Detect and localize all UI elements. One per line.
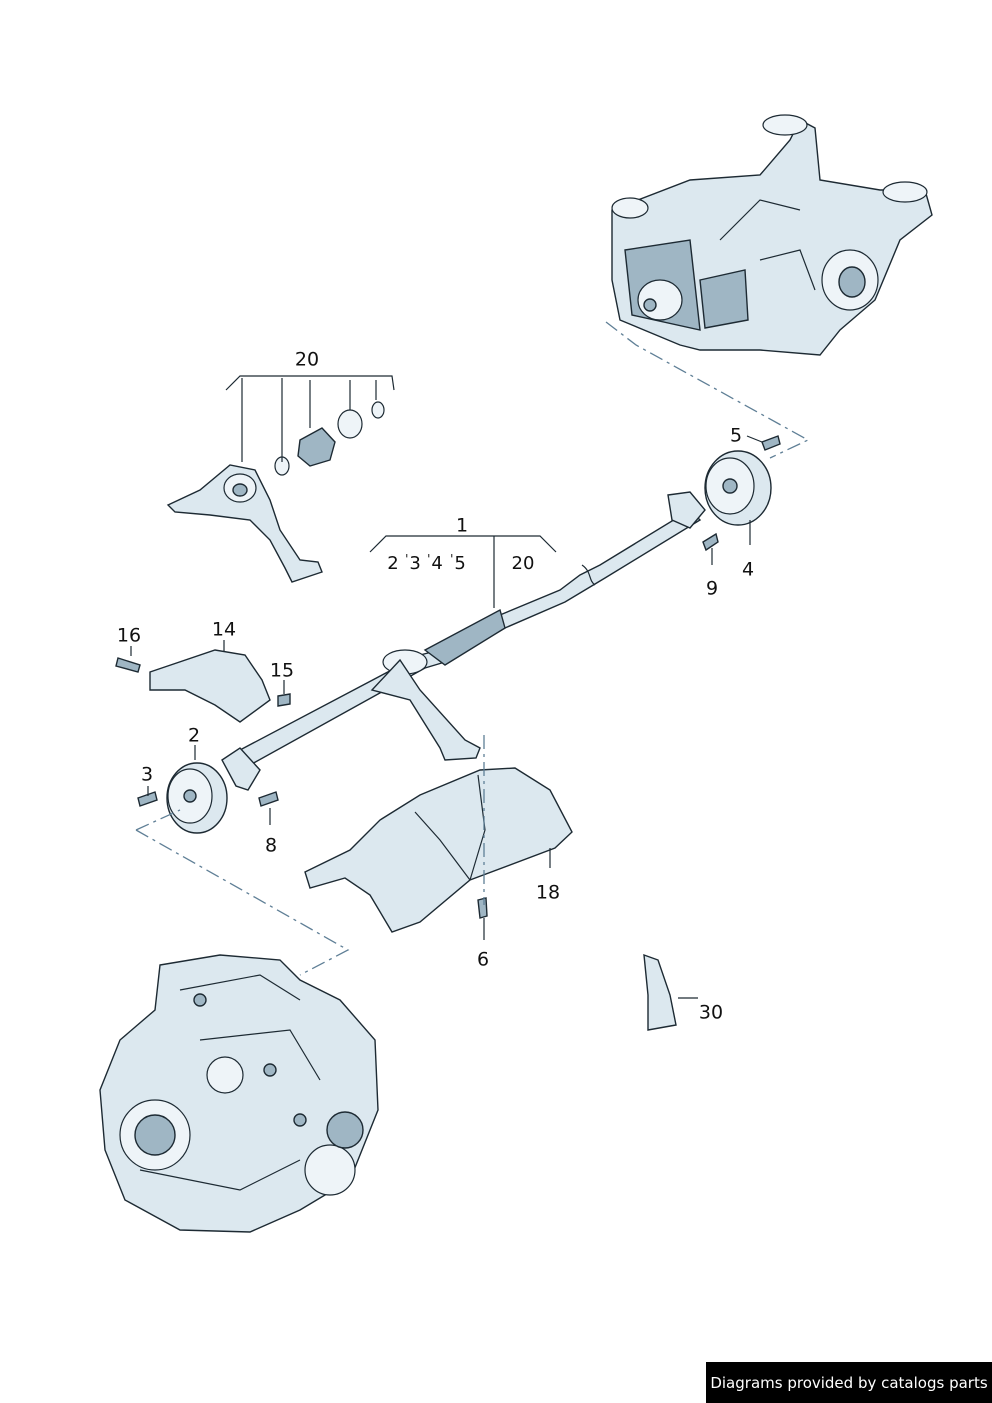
rear-differential: [611, 114, 933, 356]
grease-tube: [643, 953, 677, 1031]
callout-3-group: '3: [405, 552, 421, 574]
callout-4-group-number: 4: [431, 553, 443, 574]
callout-2-group: 2: [387, 553, 399, 574]
prime-mark: ': [405, 552, 409, 566]
callout-16: 16: [116, 624, 142, 647]
front-flex-coupling: [166, 762, 228, 834]
small-heat-shield: [149, 649, 271, 723]
callout-2: 2: [187, 724, 201, 747]
callout-6: 6: [476, 948, 490, 971]
prime-mark: ': [427, 552, 431, 566]
center-bearing-bracket-detail: [166, 401, 385, 583]
propeller-shaft: [221, 491, 706, 791]
rear-flex-coupling: [704, 450, 772, 526]
bolts: [115, 435, 781, 919]
callout-14: 14: [211, 618, 237, 641]
callout-5-group-number: 5: [454, 553, 466, 574]
callout-5-group: '5: [450, 552, 466, 574]
callout-4: 4: [741, 558, 755, 581]
callout-3: 3: [140, 763, 154, 786]
callout-1: 1: [455, 514, 469, 537]
callout-20-group: 20: [511, 553, 535, 574]
callout-5: 5: [729, 424, 743, 447]
callout-18: 18: [535, 881, 561, 904]
gearbox: [99, 954, 379, 1233]
callout-15: 15: [269, 659, 295, 682]
callout-30: 30: [698, 1001, 724, 1024]
callout-8: 8: [264, 834, 278, 857]
callout-4-group: '4: [427, 552, 443, 574]
large-heat-shield: [304, 767, 573, 933]
prime-mark: ': [450, 552, 454, 566]
alignment-lines: [135, 321, 810, 976]
callout-3-group-number: 3: [409, 553, 421, 574]
callout-9: 9: [705, 577, 719, 600]
leader-lines: [130, 375, 763, 999]
callout-20-top: 20: [294, 348, 320, 371]
credit-banner: Diagrams provided by catalogs parts: [706, 1362, 992, 1403]
